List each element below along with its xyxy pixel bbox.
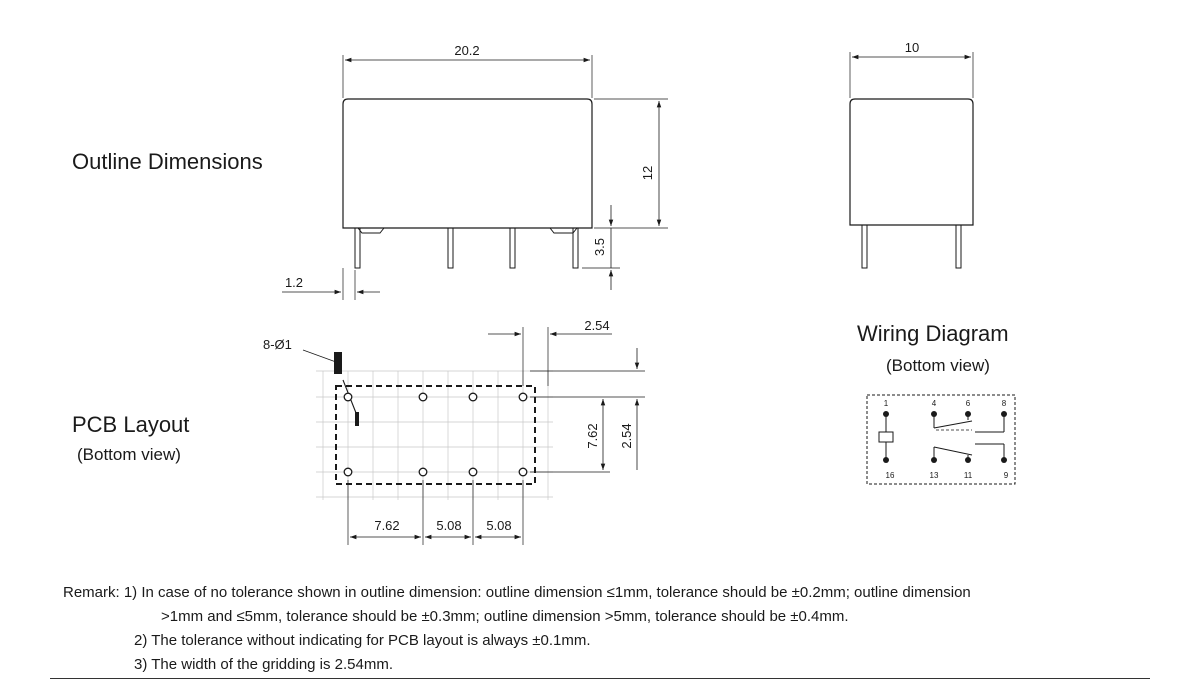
row-offset-dimension-label: 2.54: [619, 423, 634, 448]
remark-line-1: Remark: 1) In case of no tolerance shown…: [63, 584, 971, 601]
pin-label: 13: [930, 471, 939, 480]
bottom-divider: [50, 678, 1150, 679]
pin-length-dimension-label: 3.5: [592, 238, 607, 256]
pcb-hole: [343, 392, 353, 402]
pcb-hole: [343, 467, 353, 477]
terminal-dot: [883, 457, 889, 463]
pin-label: 11: [964, 471, 973, 480]
pin-offset-dimension-label: 1.2: [285, 275, 303, 290]
pcb-layout-heading: PCB Layout: [72, 412, 190, 437]
col-2-dimension-label: 5.08: [436, 518, 461, 533]
pin-label: 16: [886, 471, 895, 480]
outline-front-view: [342, 55, 668, 300]
outline-front-dimensions: [282, 57, 662, 295]
pcb-hole: [468, 467, 478, 477]
remark-line-3: 2) The tolerance without indicating for …: [134, 632, 591, 649]
remarks: Remark: 1) In case of no tolerance shown…: [63, 581, 971, 677]
terminal-dot: [931, 457, 937, 463]
col-1-dimension-label: 7.62: [374, 518, 399, 533]
col-3-dimension-label: 5.08: [486, 518, 511, 533]
pcb-hole: [418, 392, 428, 402]
side-width-dimension-label: 10: [905, 40, 919, 55]
terminal-dot: [1001, 457, 1007, 463]
pcb-hole: [518, 392, 528, 402]
wiring-diagram-subheading: (Bottom view): [886, 356, 990, 375]
pin-label: 8: [1002, 399, 1007, 408]
terminal-dot: [965, 411, 971, 417]
terminal-dot: [1001, 411, 1007, 417]
pin-label: 9: [1004, 471, 1009, 480]
remark-line-4: 3) The width of the gridding is 2.54mm.: [134, 656, 394, 673]
terminal-dot: [965, 457, 971, 463]
grid-top-dimension-label: 2.54: [584, 318, 609, 333]
remark-line-2: >1mm and ≤5mm, tolerance should be ±0.3m…: [161, 608, 849, 625]
outline-dimensions-heading: Outline Dimensions: [72, 149, 263, 174]
row-spacing-dimension-label: 7.62: [585, 423, 600, 448]
pcb-hole: [468, 392, 478, 402]
terminal-dot: [931, 411, 937, 417]
pcb-grid: [316, 370, 553, 500]
pcb-dimensions: [347, 327, 645, 545]
wiring-diagram-heading: Wiring Diagram: [857, 321, 1009, 346]
wiring-pin-labels: 1 4 6 8 16 13 11 9: [884, 399, 1009, 480]
hole-spec-label: 8-Ø1: [263, 337, 292, 352]
pcb-holes: [343, 392, 528, 477]
coil-symbol: [878, 431, 894, 443]
outline-side-view: [849, 52, 974, 269]
pin-label: 4: [932, 399, 937, 408]
width-dimension-label: 20.2: [454, 43, 479, 58]
height-dimension-label: 12: [640, 166, 655, 180]
wiring-terminals: [883, 411, 1007, 463]
pin-label: 1: [884, 399, 889, 408]
pcb-hole: [518, 467, 528, 477]
pcb-outline: [302, 349, 536, 485]
pin-label: 6: [966, 399, 971, 408]
pcb-hole: [418, 467, 428, 477]
pcb-layout-subheading: (Bottom view): [77, 445, 181, 464]
terminal-dot: [883, 411, 889, 417]
